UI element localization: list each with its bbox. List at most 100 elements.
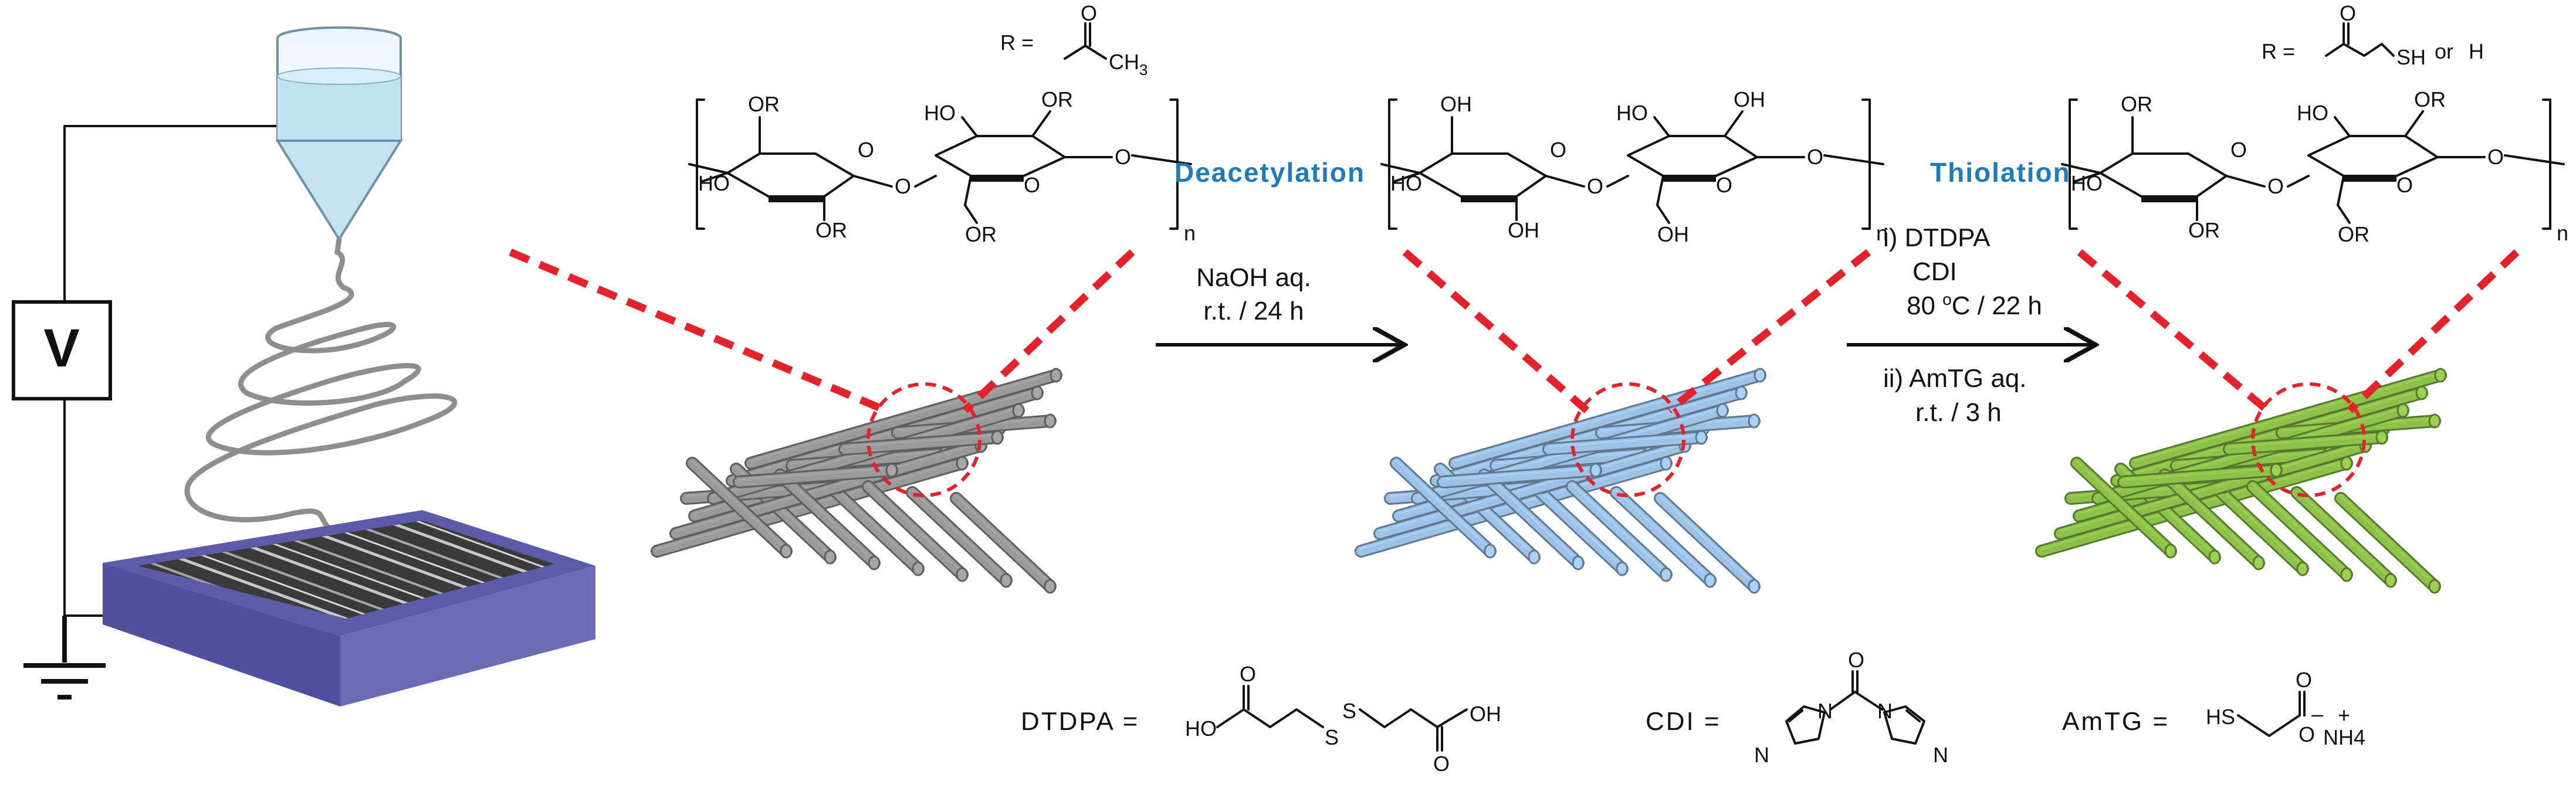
svg-text:O: O — [1081, 1, 1097, 25]
fiber-rod — [950, 492, 1057, 594]
fiber-rod — [862, 480, 969, 582]
svg-text:HO: HO — [2297, 101, 2328, 125]
fiber-rod — [2158, 468, 2265, 571]
fiber-rod — [2202, 474, 2309, 576]
svg-text:n: n — [2557, 221, 2568, 245]
svg-text:O: O — [1433, 752, 1450, 776]
fiber-rod — [1390, 457, 1497, 559]
zoom-highlight-3 — [2077, 249, 2520, 497]
circuit-wire — [63, 125, 289, 617]
zoom-highlight-1 — [509, 249, 1135, 497]
svg-text:CDI =: CDI = — [1646, 707, 1721, 736]
fiber-rod — [2334, 492, 2441, 594]
fiber-rod — [1566, 480, 1673, 582]
fiber-rod — [2110, 385, 2428, 487]
collector-plate — [103, 510, 595, 707]
svg-text:AmTG =: AmTG = — [2062, 707, 2169, 736]
fiber-rod — [2070, 457, 2177, 559]
svg-text:NH4: NH4 — [2323, 725, 2365, 749]
fiber-rod — [726, 385, 1044, 487]
r-group-acetyl: R = O CH3 — [1000, 1, 1147, 79]
step2-condition-3: 80 oC / 22 h — [1907, 290, 2042, 320]
step2-condition-1: i) DTDPA — [1883, 223, 1991, 252]
svg-text:O: O — [2396, 173, 2413, 197]
step1-condition-2: r.t. / 24 h — [1203, 297, 1304, 325]
svg-text:OH: OH — [1440, 92, 1472, 116]
svg-text:HO: HO — [1390, 171, 1422, 195]
ground-icon — [23, 616, 106, 699]
svg-text:or: or — [2435, 39, 2453, 63]
svg-text:O: O — [1716, 173, 1732, 197]
fiber-rod — [774, 468, 881, 571]
step1-condition-1: NaOH aq. — [1196, 263, 1311, 292]
svg-text:O: O — [2340, 1, 2356, 25]
fiber-mat-gray — [651, 368, 1062, 594]
fiber-mat-blue — [1355, 368, 1766, 594]
svg-text:N: N — [1754, 743, 1769, 767]
zoom-highlight-2 — [1402, 249, 1871, 497]
svg-text:OH: OH — [1508, 218, 1539, 242]
svg-text:OR: OR — [2188, 218, 2220, 242]
svg-text:n: n — [1876, 221, 1888, 245]
svg-text:O: O — [2267, 174, 2284, 198]
svg-text:O: O — [2487, 145, 2504, 169]
step-title-deacetylation: Deacetylation — [1174, 157, 1365, 188]
svg-text:OR: OR — [2338, 222, 2369, 246]
fiber-mat-green — [2035, 368, 2447, 594]
fiber-rod — [1610, 486, 1717, 588]
svg-text:O: O — [858, 138, 874, 162]
svg-text:R =: R = — [1000, 30, 1034, 55]
svg-text:O: O — [1587, 174, 1603, 198]
reagent-amtg: AmTG = HS O O – + NH4 — [2062, 668, 2365, 749]
svg-text:DTDPA =: DTDPA = — [1021, 707, 1139, 736]
svg-text:HS: HS — [2206, 705, 2235, 729]
syringe-icon — [275, 26, 403, 242]
fiber-rod — [1448, 368, 1766, 470]
fiber-rod — [2246, 480, 2353, 582]
svg-text:O: O — [1807, 145, 1823, 169]
svg-text:HO: HO — [698, 171, 730, 195]
electrospinning-setup: V — [12, 26, 595, 707]
svg-text:O: O — [2230, 138, 2247, 162]
svg-text:OR: OR — [2414, 87, 2446, 111]
svg-text:HO: HO — [2071, 171, 2103, 195]
fiber-rod — [733, 463, 898, 488]
step-deacetylation: Deacetylation NaOH aq. r.t. / 24 h — [1156, 157, 1401, 345]
svg-text:HO: HO — [1616, 101, 1648, 125]
svg-text:R =: R = — [2262, 39, 2295, 63]
svg-text:S: S — [1325, 725, 1339, 749]
svg-text:S: S — [1342, 699, 1356, 723]
svg-text:OR: OR — [2121, 92, 2152, 116]
fiber-rod — [2117, 463, 2283, 488]
svg-text:O: O — [2296, 668, 2312, 692]
svg-text:O: O — [1848, 648, 1864, 672]
fiber-rod — [906, 486, 1013, 588]
svg-text:HO: HO — [1185, 716, 1217, 741]
step2-condition-5: r.t. / 3 h — [1915, 398, 2002, 427]
svg-text:O: O — [1024, 173, 1040, 197]
fiber-rod — [2290, 486, 2397, 588]
svg-text:OR: OR — [748, 92, 780, 116]
reagent-dtdpa: DTDPA = HO O S S O OH — [1021, 662, 1501, 776]
fiber-rod — [1437, 463, 1602, 488]
svg-text:O: O — [1115, 145, 1131, 169]
fiber-rod — [1654, 492, 1761, 594]
svg-text:n: n — [1184, 221, 1196, 245]
svg-text:OR: OR — [965, 222, 997, 246]
voltage-label: V — [43, 318, 79, 378]
svg-text:–: – — [2311, 702, 2323, 726]
svg-text:HO: HO — [924, 101, 956, 125]
svg-text:N: N — [1817, 699, 1833, 723]
svg-text:N: N — [1877, 699, 1893, 723]
step-title-thiolation: Thiolation — [1930, 157, 2071, 188]
step-thiolation: Thiolation i) DTDPA CDI 80 oC / 22 h ii)… — [1847, 157, 2092, 427]
fiber-rod — [1478, 468, 1585, 571]
svg-text:SH: SH — [2396, 45, 2426, 69]
step2-condition-4: ii) AmTG aq. — [1883, 364, 2027, 393]
svg-text:OR: OR — [1041, 87, 1073, 111]
polymer-jet — [184, 236, 458, 531]
